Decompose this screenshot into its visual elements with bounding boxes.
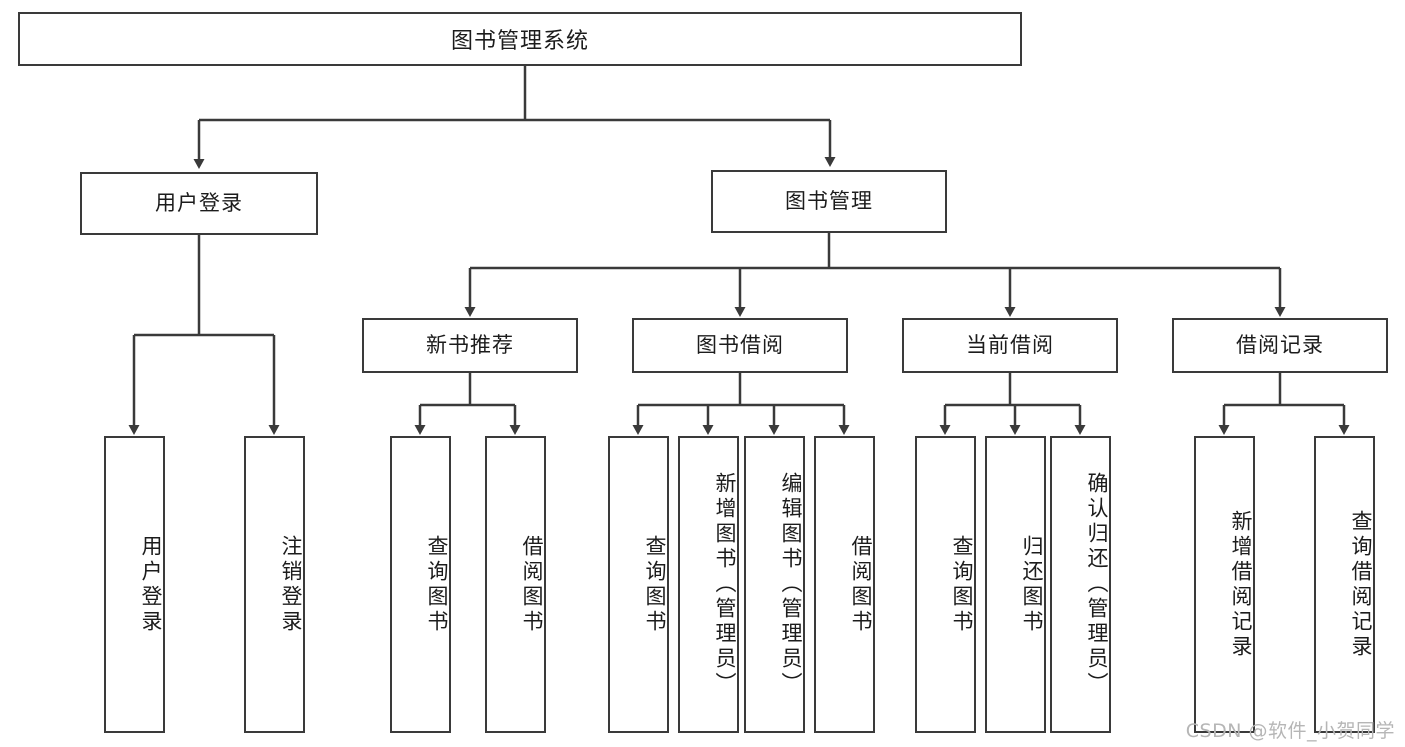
node-label: 用户登录 bbox=[155, 190, 243, 215]
node-label: 新增图书（管理员） bbox=[713, 472, 737, 697]
node-label: 查询借阅记录 bbox=[1349, 509, 1373, 660]
node-label: 图书借阅 bbox=[696, 332, 784, 357]
leaf-borrow-add-book[interactable]: 新增图书（管理员） bbox=[678, 436, 739, 733]
node-user-login[interactable]: 用户登录 bbox=[80, 172, 318, 235]
leaf-recommend-borrow-book[interactable]: 借阅图书 bbox=[485, 436, 546, 733]
leaf-current-confirm-return[interactable]: 确认归还（管理员） bbox=[1050, 436, 1111, 733]
leaf-recommend-query-book[interactable]: 查询图书 bbox=[390, 436, 451, 733]
node-label: 查询图书 bbox=[425, 534, 449, 635]
leaf-user-login-signin[interactable]: 用户登录 bbox=[104, 436, 165, 733]
node-label: 借阅图书 bbox=[520, 534, 544, 635]
node-current-borrow[interactable]: 当前借阅 bbox=[902, 318, 1118, 373]
node-root-system[interactable]: 图书管理系统 bbox=[18, 12, 1022, 66]
leaf-user-login-signout[interactable]: 注销登录 bbox=[244, 436, 305, 733]
watermark: CSDN @软件_小贺同学 bbox=[1185, 720, 1395, 742]
node-book-borrow[interactable]: 图书借阅 bbox=[632, 318, 848, 373]
leaf-record-add-record[interactable]: 新增借阅记录 bbox=[1194, 436, 1255, 733]
node-label: 当前借阅 bbox=[966, 332, 1054, 357]
node-label: 借阅记录 bbox=[1236, 332, 1324, 357]
node-book-management[interactable]: 图书管理 bbox=[711, 170, 947, 233]
leaf-current-query-book[interactable]: 查询图书 bbox=[915, 436, 976, 733]
node-label: 新增借阅记录 bbox=[1229, 509, 1253, 660]
leaf-current-return-book[interactable]: 归还图书 bbox=[985, 436, 1046, 733]
node-label: 查询图书 bbox=[950, 534, 974, 635]
leaf-borrow-borrow-book[interactable]: 借阅图书 bbox=[814, 436, 875, 733]
node-borrow-record[interactable]: 借阅记录 bbox=[1172, 318, 1388, 373]
node-label: 图书管理系统 bbox=[450, 29, 589, 54]
node-label: 编辑图书（管理员） bbox=[779, 472, 803, 697]
node-label: 新书推荐 bbox=[426, 332, 514, 357]
node-label: 借阅图书 bbox=[849, 534, 873, 635]
leaf-record-query-record[interactable]: 查询借阅记录 bbox=[1314, 436, 1375, 733]
node-label: 用户登录 bbox=[139, 534, 163, 635]
node-label: 图书管理 bbox=[785, 188, 873, 213]
node-label: 查询图书 bbox=[643, 534, 667, 635]
node-label: 注销登录 bbox=[279, 534, 303, 635]
node-label: 归还图书 bbox=[1020, 534, 1044, 635]
node-new-book-recommend[interactable]: 新书推荐 bbox=[362, 318, 578, 373]
leaf-borrow-edit-book[interactable]: 编辑图书（管理员） bbox=[744, 436, 805, 733]
node-label: 确认归还（管理员） bbox=[1085, 472, 1109, 697]
leaf-borrow-query-book[interactable]: 查询图书 bbox=[608, 436, 669, 733]
